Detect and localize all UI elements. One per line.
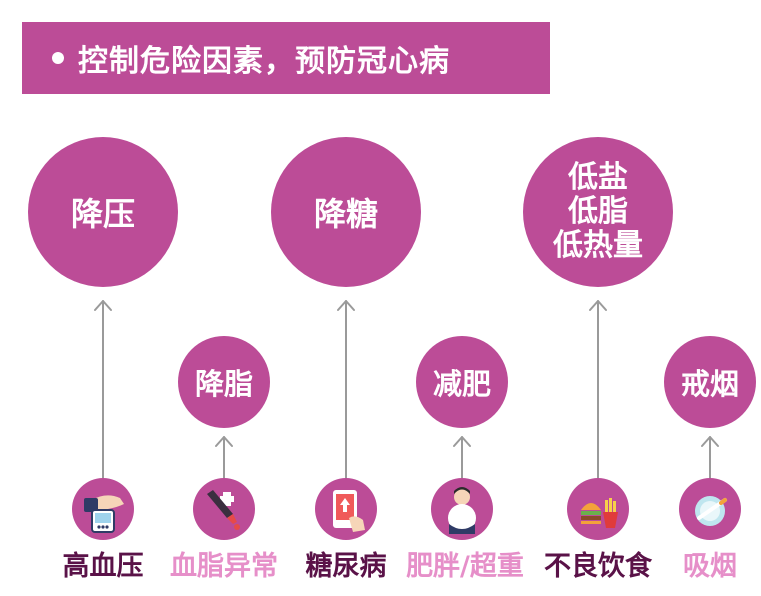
ashtray-cigarette-icon xyxy=(679,478,741,540)
label-dyslipidemia: 血脂异常 xyxy=(170,551,278,582)
dropper-icon xyxy=(193,478,255,540)
goal-diet: 低盐 低脂 低热量 xyxy=(523,137,673,287)
arrowhead-diabetes xyxy=(337,300,355,311)
bullet-dot xyxy=(52,52,64,64)
goal-lower-lipids-label: 降脂 xyxy=(194,367,253,401)
overweight-person-icon xyxy=(431,478,493,540)
goal-lose-weight: 减肥 xyxy=(416,336,508,428)
goal-lower-sugar: 降糖 xyxy=(271,137,421,287)
phone-glucose-icon xyxy=(315,478,377,540)
goal-lower-lipids: 降脂 xyxy=(178,336,270,428)
goal-quit-smoking: 戒烟 xyxy=(664,336,756,428)
page-title: 控制危险因素，预防冠心病 xyxy=(78,44,450,79)
label-bad-diet: 不良饮食 xyxy=(544,551,652,582)
goal-lower-bp: 降压 xyxy=(28,137,178,287)
label-hypertension: 高血压 xyxy=(62,551,144,582)
fast-food-icon xyxy=(567,478,629,540)
arrowhead-hypertension xyxy=(94,300,112,311)
arrowhead-diet xyxy=(589,300,607,311)
blood-pressure-monitor-icon xyxy=(72,478,134,540)
goal-quit-smoking-label: 戒烟 xyxy=(680,367,739,401)
goal-diet-low-calorie: 低热量 xyxy=(553,228,643,263)
goal-lower-bp-label: 降压 xyxy=(70,195,135,233)
label-obesity: 肥胖/超重 xyxy=(406,551,524,582)
arrowhead-dyslipidemia xyxy=(215,436,233,447)
goal-diet-low-salt: 低盐 xyxy=(568,160,628,195)
goal-lower-sugar-label: 降糖 xyxy=(313,195,378,233)
goal-lose-weight-label: 减肥 xyxy=(432,367,491,401)
arrowhead-smoking xyxy=(701,436,719,447)
label-diabetes: 糖尿病 xyxy=(305,551,387,582)
label-smoking: 吸烟 xyxy=(683,551,737,582)
arrowhead-obesity xyxy=(453,436,471,447)
goal-diet-low-fat: 低脂 xyxy=(568,194,628,229)
header-banner: 控制危险因素，预防冠心病 xyxy=(22,22,550,94)
